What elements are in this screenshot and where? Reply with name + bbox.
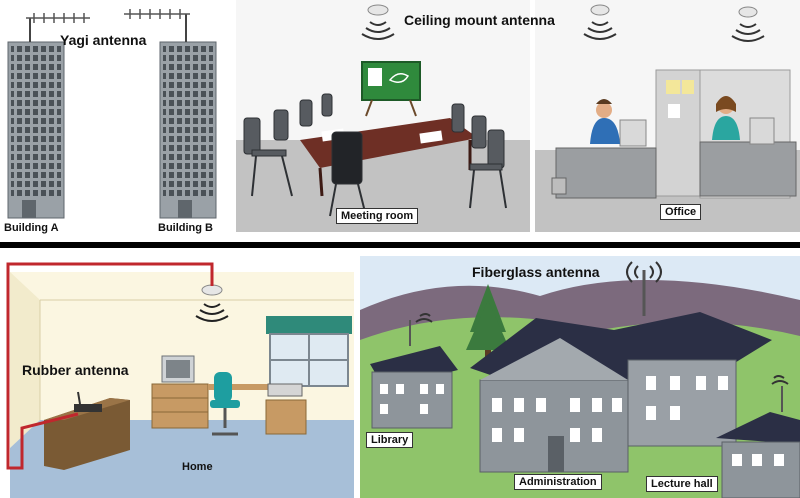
rubber-antenna-title: Rubber antenna	[22, 362, 129, 378]
office-chair	[210, 372, 240, 436]
ceiling-antenna-icon	[583, 4, 617, 40]
printer-stand	[265, 383, 307, 435]
yagi-antenna-title: Yagi antenna	[60, 32, 147, 48]
administration-label: Administration	[514, 474, 602, 490]
home-window	[266, 316, 352, 387]
office-panel	[535, 0, 800, 232]
lecture-hall-building	[716, 386, 800, 498]
meeting-room-label: Meeting room	[336, 208, 419, 224]
building-a-label: Building A	[4, 222, 59, 234]
building-b-label: Building B	[158, 222, 213, 234]
chairs	[243, 93, 507, 217]
administration-building	[470, 312, 772, 473]
library-building	[370, 320, 458, 429]
office-label: Office	[660, 204, 702, 220]
home-label: Home	[182, 461, 213, 473]
building-b	[159, 14, 217, 219]
section-divider	[0, 242, 800, 248]
computer-desk	[151, 355, 268, 429]
yagi-panel	[0, 0, 232, 242]
ceiling-antenna-icon	[361, 4, 395, 40]
wireless-router-icon	[74, 391, 102, 412]
office-desks	[551, 117, 797, 199]
yagi-antenna-icon	[124, 9, 190, 19]
building-a	[7, 18, 65, 219]
home-panel	[0, 248, 358, 498]
lecture-hall-label: Lecture hall	[646, 476, 718, 492]
ceiling-mount-antenna-title: Ceiling mount antenna	[404, 12, 555, 28]
office-workers	[590, 96, 740, 144]
yagi-antenna-icon	[26, 13, 90, 23]
signal-waves-icon	[415, 313, 789, 385]
antenna-cable	[6, 262, 214, 470]
ceiling-antenna-icon	[731, 6, 765, 42]
meeting-room-panel	[236, 0, 530, 232]
fiberglass-antenna-icon	[626, 261, 662, 316]
presentation-board	[361, 61, 421, 117]
campus-panel	[360, 256, 800, 498]
fiberglass-antenna-title: Fiberglass antenna	[472, 264, 600, 280]
library-label: Library	[366, 432, 414, 448]
